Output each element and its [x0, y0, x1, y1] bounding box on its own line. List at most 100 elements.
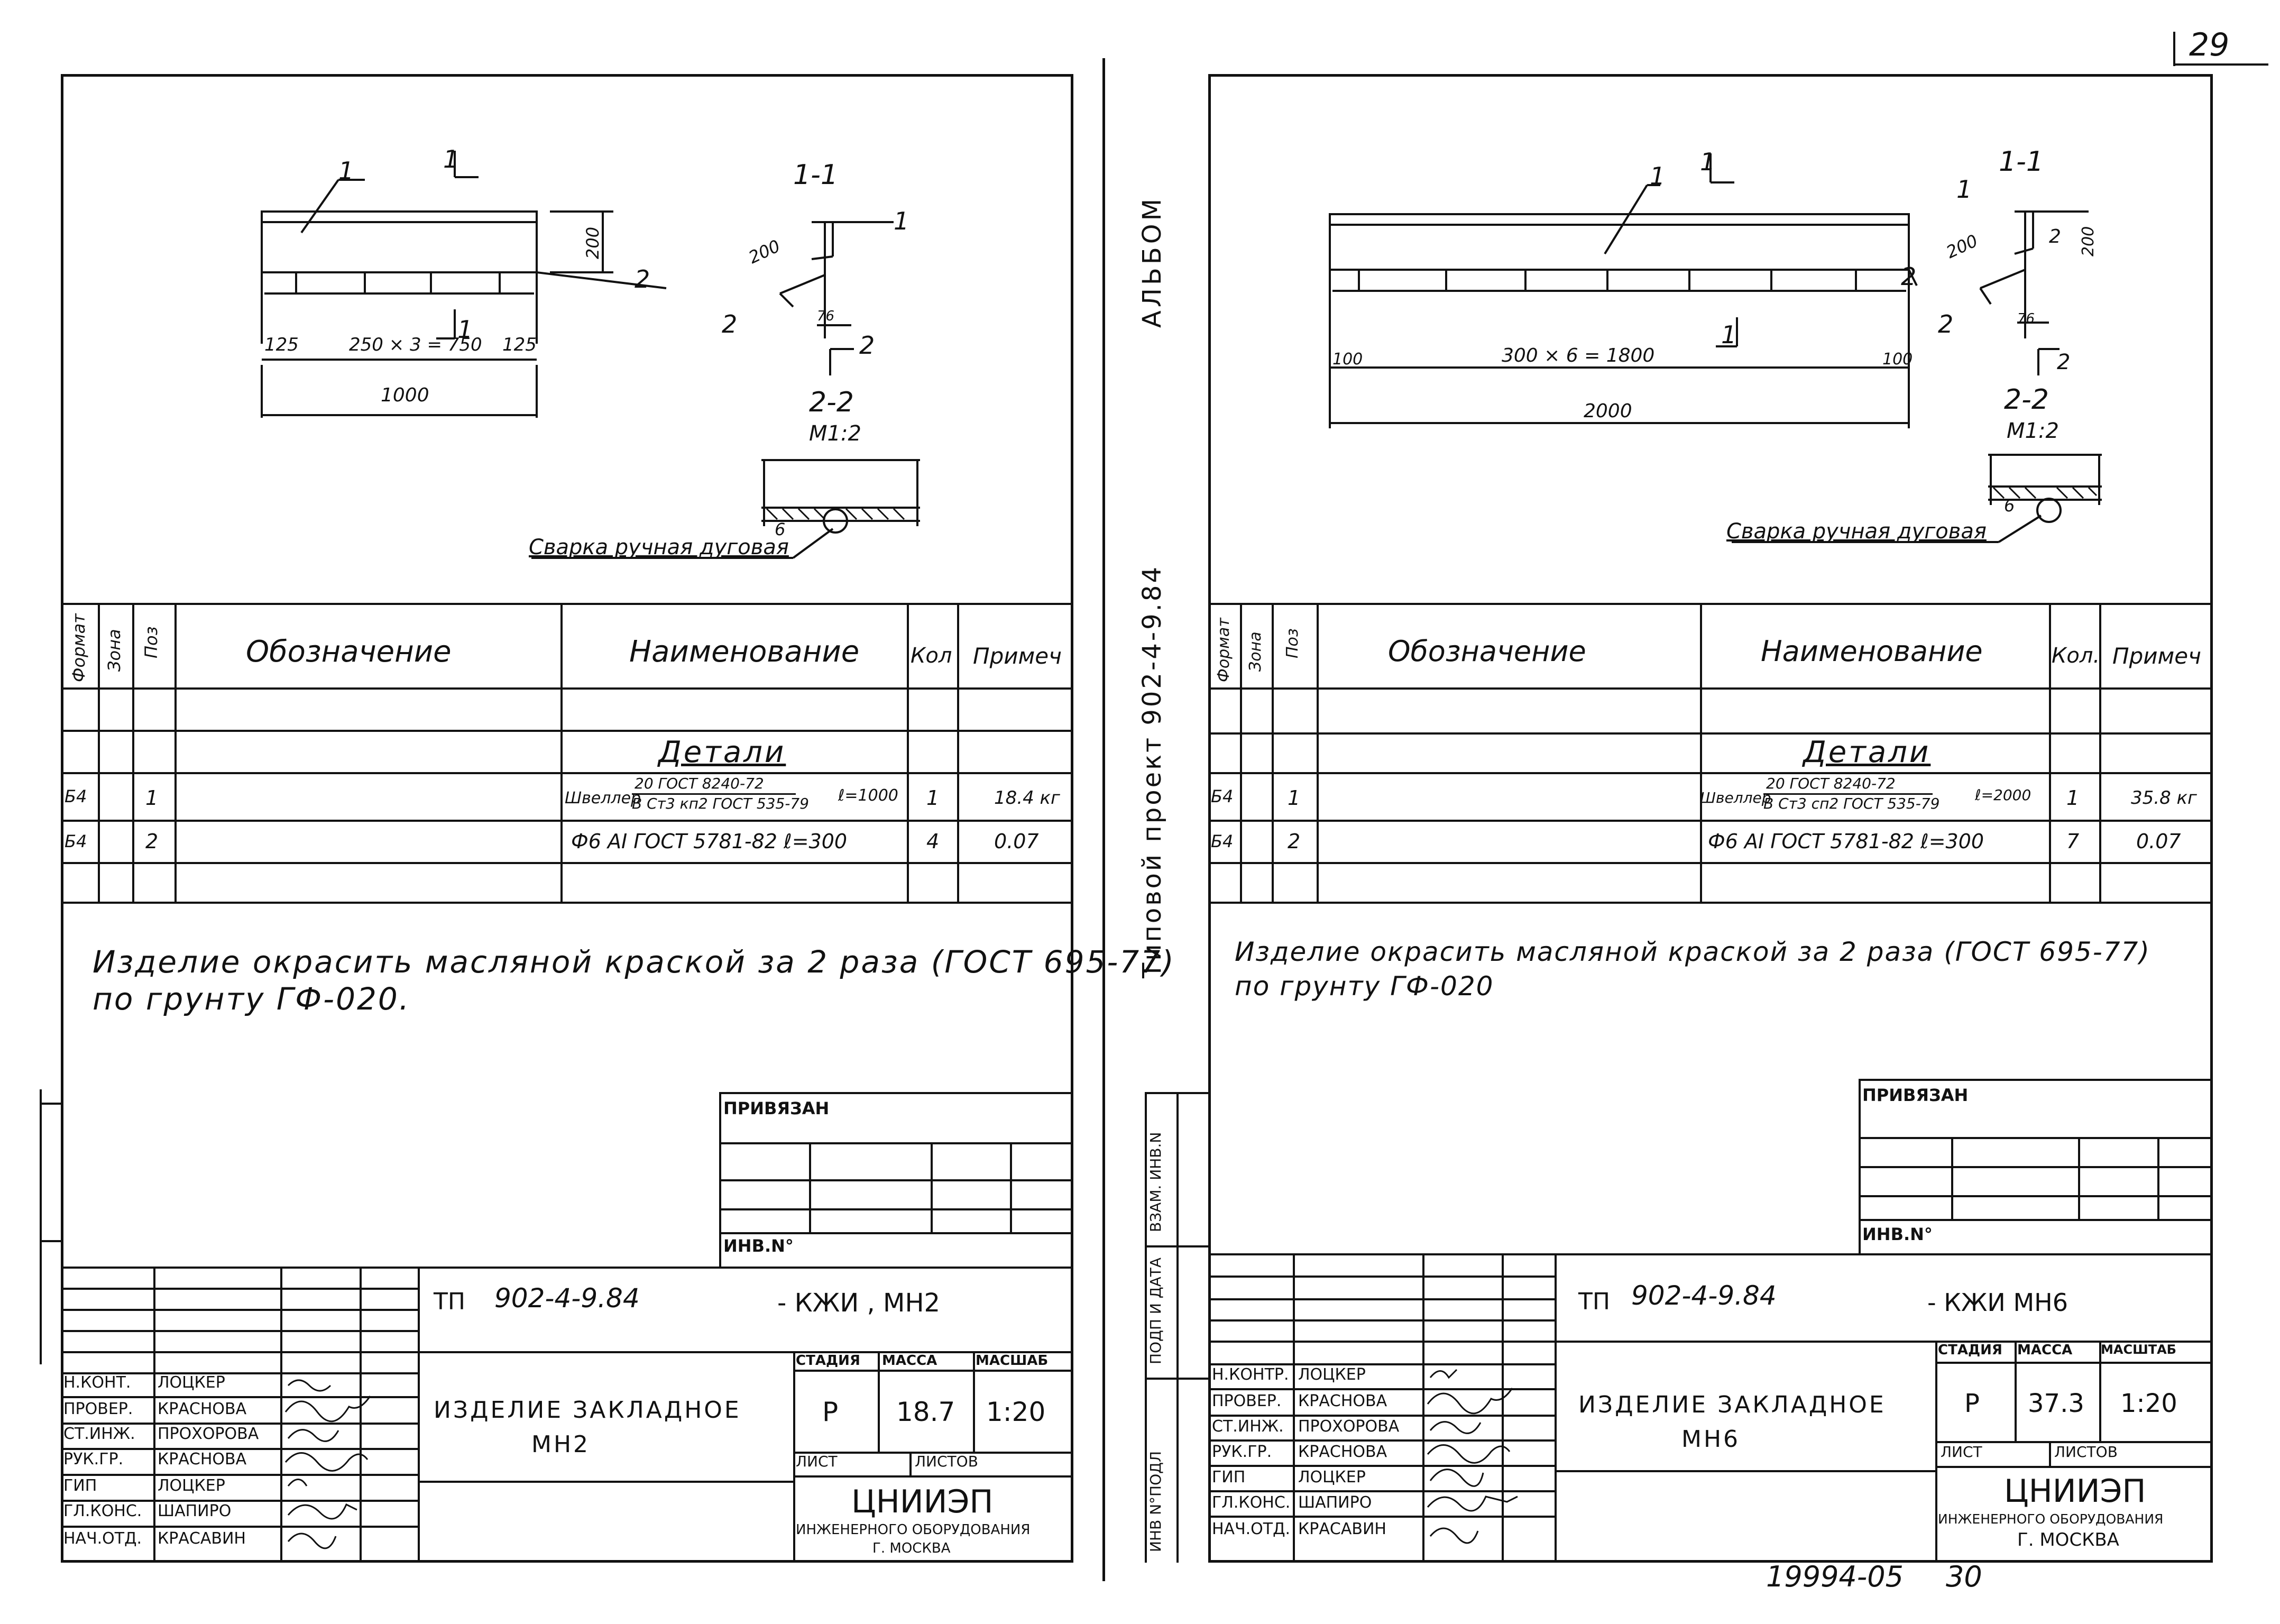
section-pos2: 2 [722, 310, 738, 338]
spec-row-line [1208, 820, 2213, 822]
staff-line [61, 1396, 418, 1398]
staff-role: РУК.ГР. [63, 1450, 124, 1469]
item-mark: МН6 [1681, 1426, 1741, 1453]
org-name: ЦНИИЭП [2004, 1473, 2146, 1510]
pos2-label: 2 [1901, 262, 1917, 291]
paint-note-line1: Изделие окрасить масляной краской за 2 р… [1235, 937, 2150, 967]
staff-line [1208, 1439, 1555, 1442]
stadia-label: СТАДИЯ [1938, 1342, 2002, 1358]
staff-line [1208, 1490, 1555, 1492]
tp-mark: - КЖИ МН6 [1927, 1288, 2068, 1317]
org-city: Г. МОСКВА [2017, 1529, 2119, 1550]
dim-mid: 300 × 6 = 1800 [1502, 345, 1655, 366]
spec-header-bottom [61, 687, 1073, 690]
title-line [793, 1452, 1073, 1454]
section-2-2: 2-2 [2004, 384, 2049, 416]
staff-line [1208, 1388, 1555, 1390]
spec-row-line [61, 862, 1073, 864]
row2-format: Б4 [65, 831, 87, 851]
stamp-inner [1176, 1092, 1179, 1563]
dim-left: 100 [1332, 350, 1363, 369]
row1-format: Б4 [1211, 786, 1234, 806]
row1-len: ℓ=2000 [1975, 786, 2031, 804]
priv-line [719, 1179, 1073, 1181]
staff-line [61, 1526, 418, 1528]
title-line [1935, 1362, 2213, 1364]
dim-left: 125 [264, 334, 299, 355]
section-mark: 1 [1721, 320, 1737, 349]
inv-label: ИНВ.N° [723, 1236, 794, 1256]
title-col [973, 1351, 975, 1452]
row1-frac-bar [1763, 793, 1933, 795]
row2-pos: 2 [1288, 830, 1301, 853]
spec-top [1208, 603, 2213, 605]
mass-value: 18.7 [896, 1397, 955, 1427]
staff-name: ПРОХОРОВА [158, 1425, 259, 1443]
tp-code: 902-4-9.84 [494, 1283, 640, 1314]
title-line [61, 1330, 418, 1332]
page-number: 29 [2189, 26, 2230, 63]
title-col [2015, 1341, 2017, 1441]
stage-value: Р [822, 1397, 839, 1427]
spec-col [1272, 603, 1274, 902]
staff-line [1208, 1465, 1555, 1467]
title-line [1935, 1441, 2213, 1443]
row2-format: Б4 [1211, 831, 1234, 851]
massa-label: МАССА [2017, 1342, 2073, 1358]
title-col [153, 1267, 155, 1563]
staff-role: ГИП [1212, 1468, 1246, 1487]
spec-row-line [1208, 772, 2213, 774]
staff-role: ГИП [63, 1476, 97, 1495]
title-line [61, 1351, 1073, 1353]
center-divider [1102, 58, 1105, 1581]
spec-col [957, 603, 959, 902]
section-pos1: 1 [894, 207, 909, 235]
section-2-label: 2 [2049, 226, 2061, 247]
dim-mid: 250 × 3 = 750 [349, 334, 482, 355]
stamp-col [1208, 1092, 1210, 1563]
section-76: 76 [817, 308, 835, 324]
staff-role: ПРОВЕР. [1212, 1392, 1282, 1410]
mass-value: 37.3 [2028, 1389, 2084, 1418]
priv-col [1951, 1137, 1953, 1219]
listov-label: ЛИСТОВ [2054, 1443, 2118, 1461]
stadia-label: СТАДИЯ [796, 1353, 860, 1369]
staff-line [61, 1448, 418, 1450]
staff-name: КРАСНОВА [1298, 1392, 1387, 1410]
spec-col [98, 603, 100, 902]
row1-len: ℓ=1000 [838, 786, 898, 805]
spec-col [1317, 603, 1319, 902]
title-line [61, 1288, 418, 1290]
spec-col [174, 603, 177, 902]
staff-line [1208, 1516, 1555, 1518]
row1-note: 35.8 кг [2131, 787, 2197, 809]
priv-line [719, 1208, 1073, 1210]
staff-name: ЛОЦКЕР [1298, 1365, 1366, 1384]
title-line [1208, 1341, 2213, 1343]
title-col [1502, 1253, 1504, 1563]
staff-name: ПРОХОРОВА [1298, 1417, 1400, 1436]
org-subtitle: ИНЖЕНЕРНОГО ОБОРУДОВАНИЯ [796, 1522, 1031, 1538]
priv-line [1859, 1166, 2213, 1168]
row1-format: Б4 [65, 786, 87, 806]
dim-right: 100 [1882, 350, 1913, 369]
spec-h-note: Примеч [2112, 643, 2201, 669]
section-2-mark: 2 [2057, 350, 2071, 374]
spec-row-line [61, 730, 1073, 732]
pos2-label: 2 [635, 265, 650, 293]
listov-label: ЛИСТОВ [915, 1453, 978, 1470]
priv-line [719, 1142, 1073, 1144]
spec-h-name: Наименование [629, 635, 860, 669]
staff-name: ЛОЦКЕР [158, 1373, 225, 1392]
spec-col [2099, 603, 2101, 902]
section-pos1: 1 [1956, 175, 1972, 204]
staff-name: КРАСНОВА [158, 1400, 247, 1418]
staff-name: КРАСНОВА [158, 1450, 247, 1469]
stamp-outer [1145, 1092, 1147, 1563]
spec-bottom [1208, 902, 2213, 904]
title-col [360, 1267, 362, 1563]
row2-name: Ф6 АI ГОСТ 5781-82 ℓ=300 [1708, 830, 1984, 853]
